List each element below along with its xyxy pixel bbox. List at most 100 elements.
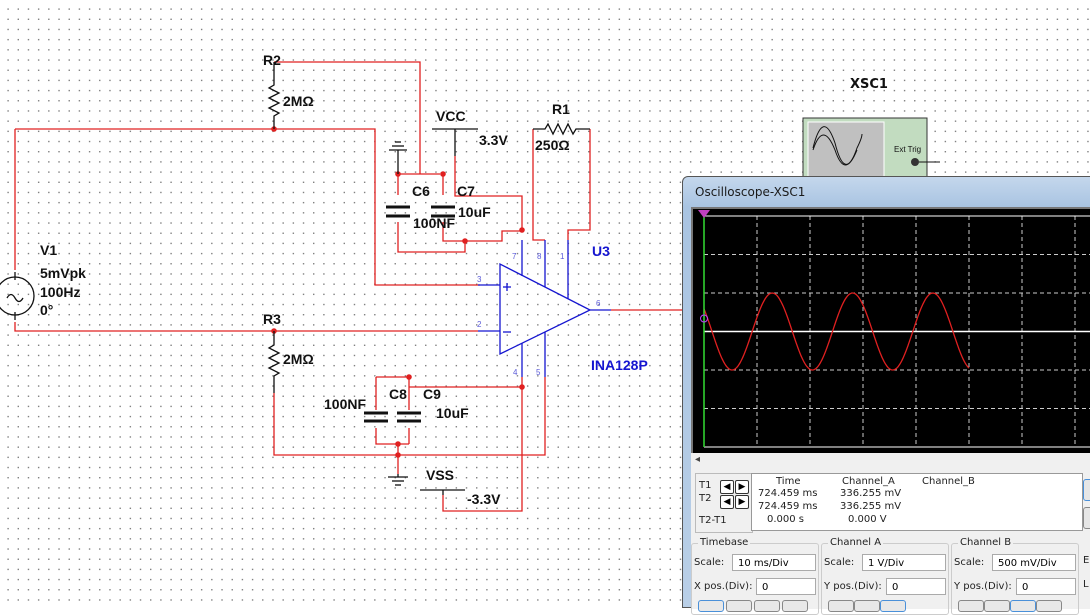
resistor-r3 (267, 331, 281, 393)
timebase-scale-label: Scale: (694, 557, 725, 568)
horizontal-scrollbar[interactable]: ◂ (691, 453, 1090, 469)
timebase-title: Timebase (698, 537, 751, 548)
pin-label: 3 (477, 275, 482, 284)
channel-a-ac-button[interactable] (828, 600, 854, 612)
channel-b-zero-button[interactable] (984, 600, 1010, 612)
timebase-scale-field[interactable]: 10 ms/Div (732, 554, 816, 571)
cursor-t1-handle-icon (698, 210, 710, 218)
add-button[interactable] (726, 600, 752, 612)
c8-value-label: 100NF (324, 396, 367, 412)
vss-ref-label: VSS (426, 467, 455, 483)
wire (15, 128, 480, 286)
pin-label: 8 (537, 252, 542, 261)
t1-time: 724.459 ms (758, 488, 818, 499)
resistor-r2 (267, 62, 281, 129)
r1-ref-label: R1 (552, 101, 570, 117)
channel-a-ypos-label: Y pos.(Div): (824, 581, 882, 592)
t2-channel-a: 336.255 mV (840, 501, 902, 512)
t1-channel-a: 336.255 mV (840, 488, 902, 499)
ina128p-amplifier (478, 240, 611, 377)
channel-a-zero-button[interactable] (854, 600, 880, 612)
v1-frequency-label: 100Hz (40, 284, 81, 300)
v1-phase-label: 0° (40, 302, 54, 318)
channel-b-ypos-field[interactable]: 0 (1016, 578, 1076, 595)
v1-amplitude-label: 5mVpk (40, 265, 86, 281)
u3-ref-label: U3 (592, 243, 610, 259)
c6-value-label: 100NF (413, 215, 456, 231)
channel-b-title: Channel B (958, 537, 1014, 548)
ab-button[interactable] (782, 600, 808, 612)
xsc1-ref-label: XSC1 (850, 77, 888, 92)
oscilloscope-controls: T1 T2 T2-T1 ◀ ▶ ◀ ▶ Time Channel_A Chann… (691, 469, 1090, 615)
channel-b-ac-button[interactable] (958, 600, 984, 612)
t1-right-arrow-icon[interactable]: ▶ (735, 480, 749, 494)
t1-left-arrow-icon[interactable]: ◀ (720, 480, 734, 494)
resistor-r1 (533, 122, 590, 136)
channel-a-trace (703, 292, 970, 371)
pin-label: 5 (536, 368, 541, 377)
channel-b-dc-button[interactable] (1010, 600, 1036, 612)
oscilloscope-screen[interactable] (691, 207, 1090, 455)
ya-button[interactable] (698, 600, 724, 612)
c7-ref-label: C7 (457, 183, 475, 199)
t2-time: 724.459 ms (758, 501, 818, 512)
oscilloscope-display (698, 210, 1090, 448)
header-time: Time (776, 476, 801, 487)
pin-label: 1 (560, 252, 565, 261)
vcc-ref-label: VCC (436, 108, 466, 124)
channel-a-dc-button[interactable] (880, 600, 906, 612)
t2-right-arrow-icon[interactable]: ▶ (735, 495, 749, 509)
channel-b-scale-field[interactable]: 500 mV/Div (992, 554, 1076, 571)
pin-label: 7 (512, 252, 517, 261)
trigger-level-label: L (1083, 579, 1089, 590)
diff-time: 0.000 s (767, 514, 805, 525)
wire (14, 322, 478, 332)
channel-a-group: Channel A Scale: 1 V/Div Y pos.(Div): 0 (821, 537, 949, 615)
r2-ref-label: R2 (263, 52, 281, 68)
channel-a-scale-label: Scale: (824, 557, 855, 568)
vcc-value-label: 3.3V (479, 132, 508, 148)
ext-trig-label: Ext Trig (894, 145, 922, 154)
c9-value-label: 10uF (436, 405, 469, 421)
cursor-readout: Time Channel_A Channel_B 724.459 ms 336.… (751, 473, 1083, 531)
v1-ref-label: V1 (40, 242, 58, 258)
oscilloscope-window[interactable]: Oscilloscope-XSC1 ◂ T1 T2 T2-T1 ◀ ▶ ◀ ▶ … (682, 176, 1090, 615)
timebase-xpos-field[interactable]: 0 (756, 578, 816, 595)
channel-b-group: Channel B Scale: 500 mV/Div Y pos.(Div):… (951, 537, 1079, 615)
r3-value-label: 2MΩ (283, 351, 314, 367)
channel-a-scale-field[interactable]: 1 V/Div (862, 554, 946, 571)
trigger-edge-label: E (1083, 555, 1090, 566)
pin-label: 4 (513, 368, 518, 377)
channel-a-ypos-field[interactable]: 0 (886, 578, 946, 595)
r3-ref-label: R3 (263, 311, 281, 327)
r2-value-label: 2MΩ (283, 93, 314, 109)
header-channel-a: Channel_A (842, 476, 895, 487)
scroll-left-arrow-icon[interactable]: ◂ (695, 454, 701, 465)
pin-label: 2 (477, 320, 482, 329)
vss-value-label: -3.3V (467, 491, 501, 507)
channel-b-scale-label: Scale: (954, 557, 985, 568)
c8-ref-label: C8 (389, 386, 407, 402)
header-channel-b: Channel_B (922, 476, 975, 487)
c6-ref-label: C6 (412, 183, 430, 199)
timebase-xpos-label: X pos.(Div): (694, 581, 753, 592)
reverse-button[interactable] (1083, 479, 1090, 501)
u3-part-label: INA128P (591, 357, 648, 373)
schematic-wires (0, 61, 940, 512)
pin-label: 6 (596, 299, 601, 308)
channel-a-title: Channel A (828, 537, 884, 548)
c7-value-label: 10uF (458, 204, 491, 220)
t2-t1-label: T2-T1 (699, 515, 727, 526)
wire (274, 61, 421, 174)
trigger-marker-icon (700, 314, 708, 323)
t2-label: T2 (699, 493, 712, 504)
channel-b-minus-button[interactable] (1036, 600, 1062, 612)
xsc1-instrument-icon (802, 117, 940, 179)
t1-label: T1 (699, 480, 712, 491)
timebase-group: Timebase Scale: 10 ms/Div X pos.(Div): 0 (691, 537, 819, 615)
t2-left-arrow-icon[interactable]: ◀ (720, 495, 734, 509)
save-button[interactable] (1083, 507, 1090, 529)
ba-button[interactable] (754, 600, 780, 612)
channel-b-ypos-label: Y pos.(Div): (954, 581, 1012, 592)
diff-channel-a: 0.000 V (848, 514, 887, 525)
